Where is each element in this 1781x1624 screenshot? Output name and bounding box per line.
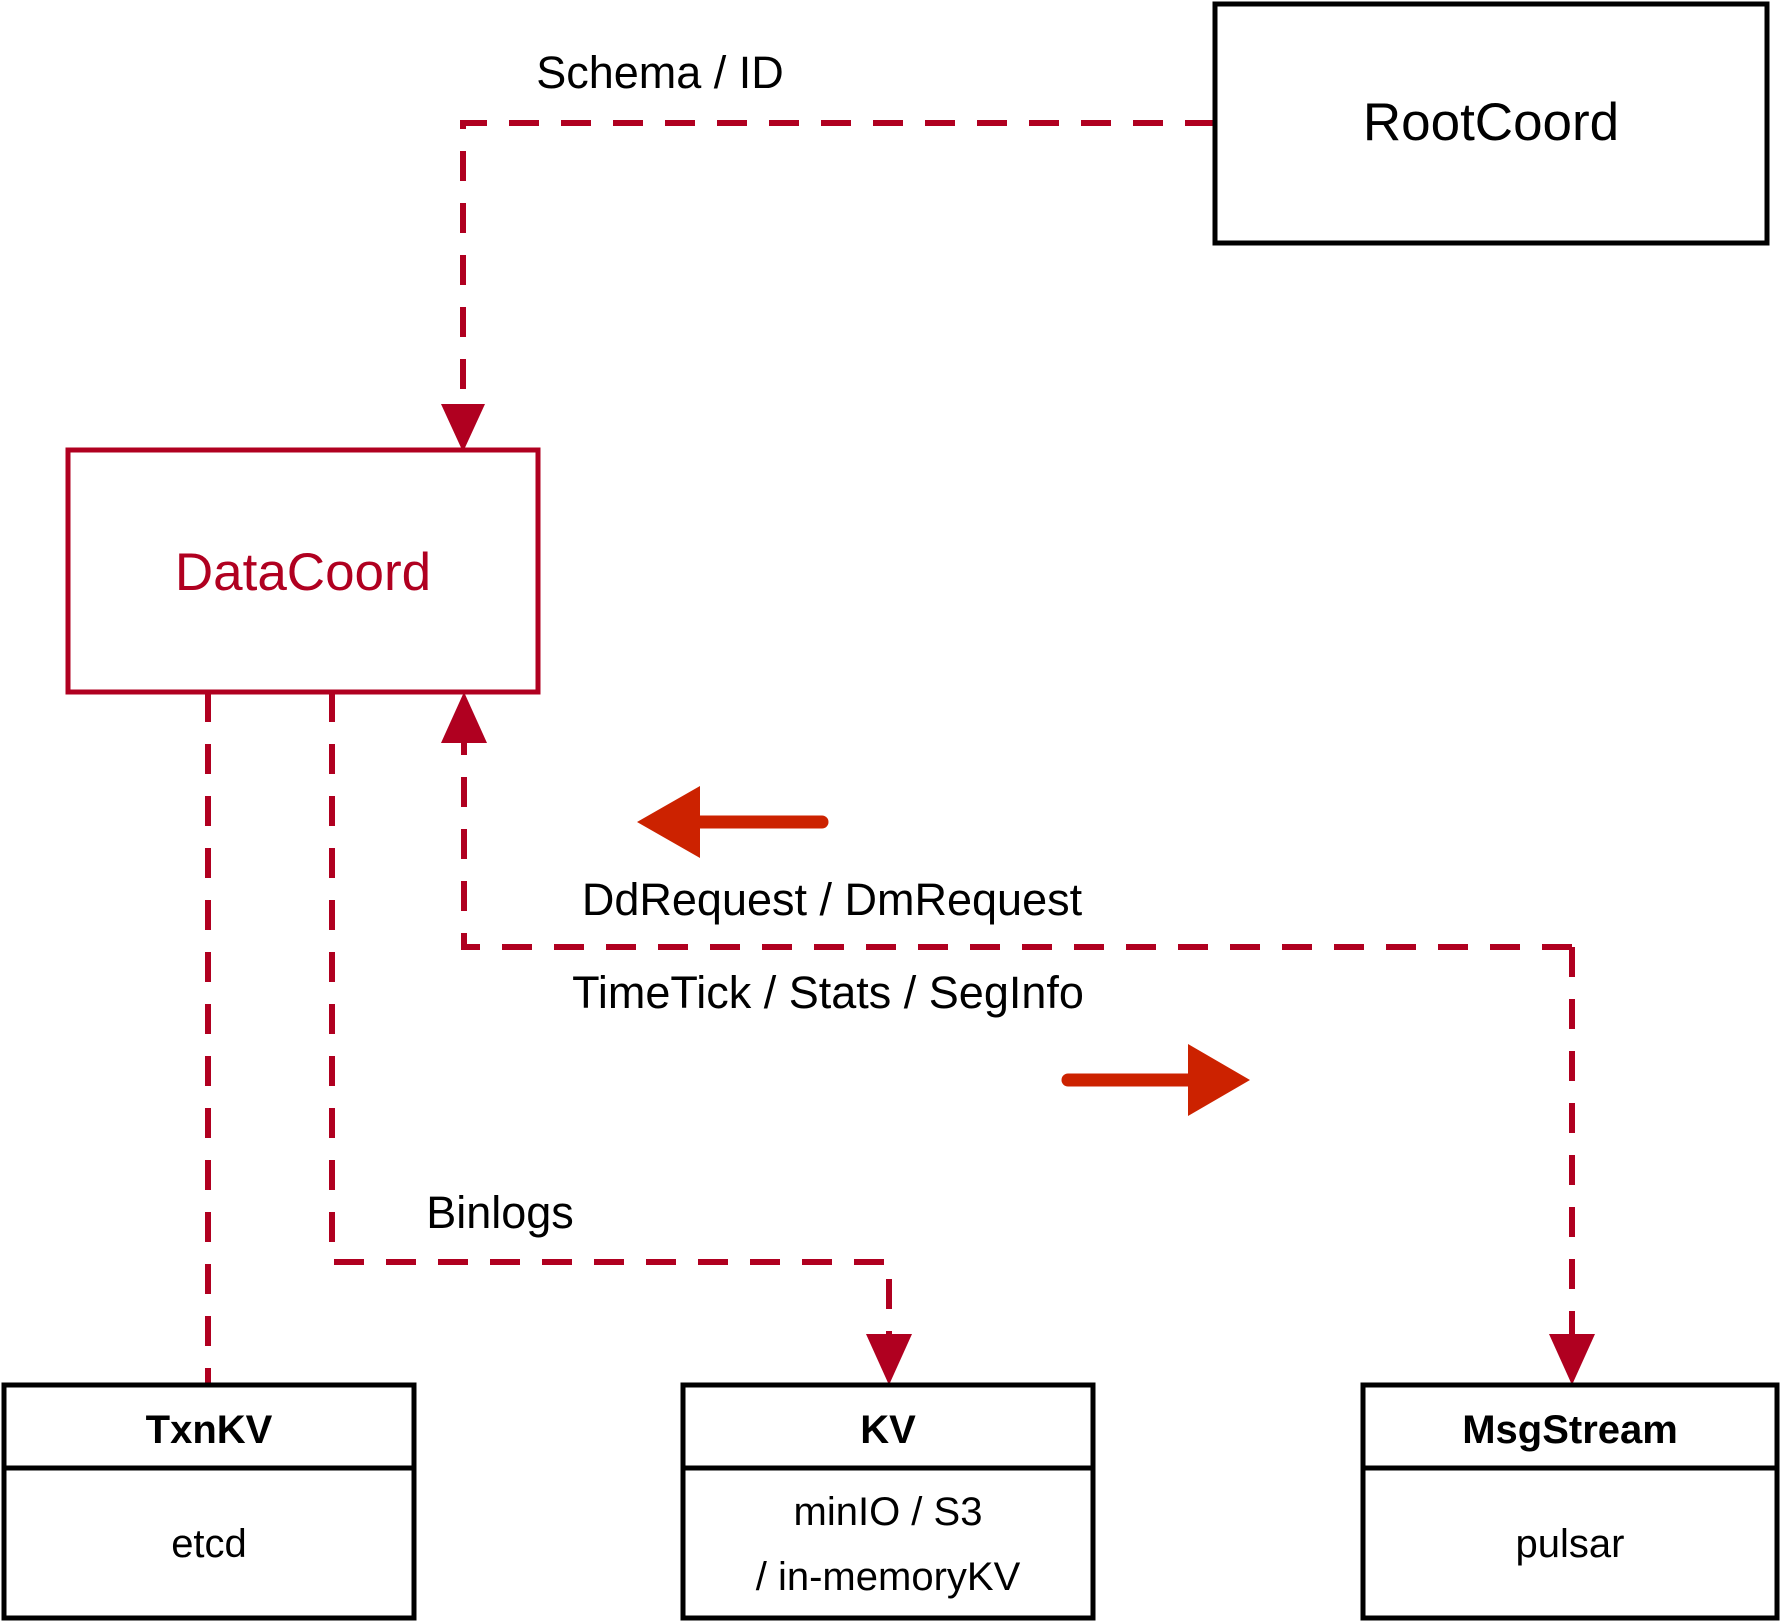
edge-label-binlogs: Binlogs [426, 1187, 574, 1238]
node-kv-box[interactable] [680, 1382, 1096, 1621]
edge-schema-id [441, 120, 1215, 452]
node-rootcoord-label: RootCoord [1363, 93, 1619, 152]
edge-timetick-arrowhead [1549, 1334, 1595, 1385]
direction-arrow-left-icon [637, 786, 829, 858]
direction-arrow-right-head [1188, 1044, 1250, 1116]
node-msgstream-body: pulsar [1516, 1522, 1625, 1566]
node-rootcoord-box[interactable] [1212, 1, 1770, 246]
node-msgstream[interactable]: MsgStream pulsar [1360, 1382, 1780, 1621]
node-txnkv-box[interactable] [1, 1382, 417, 1621]
node-datacoord-box[interactable] [65, 447, 541, 695]
node-msgstream-header: MsgStream [1462, 1408, 1678, 1452]
node-kv-body-line2: / in-memoryKV [756, 1555, 1021, 1599]
direction-arrow-left-head [637, 786, 700, 858]
node-datacoord[interactable]: DataCoord [65, 447, 541, 695]
edge-label-schema-id: Schema / ID [536, 47, 784, 98]
node-datacoord-label: DataCoord [175, 543, 431, 602]
edge-dd-dm-request [441, 692, 1572, 950]
node-txnkv[interactable]: TxnKV etcd [1, 1382, 417, 1621]
edge-label-dd-dm-request: DdRequest / DmRequest [582, 874, 1083, 925]
edge-dd-dm-request-arrowhead [441, 692, 487, 743]
edge-schema-id-arrowhead [441, 404, 485, 452]
edge-label-timetick-stats-seginfo: TimeTick / Stats / SegInfo [572, 967, 1084, 1018]
node-kv-header: KV [860, 1408, 916, 1452]
node-rootcoord[interactable]: RootCoord [1212, 1, 1770, 246]
node-txnkv-header: TxnKV [146, 1408, 273, 1452]
edge-binlogs-path [329, 692, 892, 1368]
node-kv[interactable]: KV minIO / S3 / in-memoryKV [680, 1382, 1096, 1621]
node-txnkv-body: etcd [171, 1522, 247, 1566]
node-kv-body-line1: minIO / S3 [794, 1490, 983, 1534]
node-msgstream-box[interactable] [1360, 1382, 1780, 1621]
edge-schema-id-path [460, 120, 1215, 437]
edge-timetick-stats-seginfo [1549, 947, 1595, 1385]
edge-dd-dm-request-path [461, 712, 1572, 950]
direction-arrow-right-icon [1061, 1044, 1250, 1116]
edge-binlogs-arrowhead [866, 1334, 912, 1385]
edge-binlogs [329, 692, 912, 1385]
